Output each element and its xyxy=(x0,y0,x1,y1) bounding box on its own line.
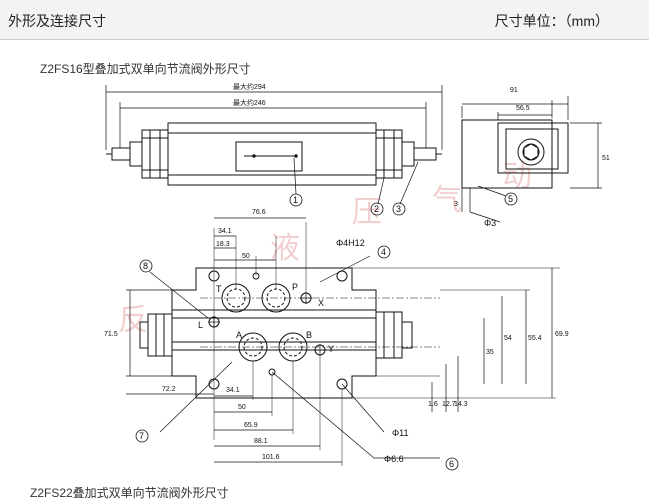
svg-text:4: 4 xyxy=(381,247,386,257)
dim-12-7: 12.7 xyxy=(442,401,456,408)
d1-callout-5: 5 xyxy=(504,192,518,206)
watermark-char-4: 气 xyxy=(432,183,462,218)
dim-50-top: 50 xyxy=(242,253,250,260)
watermark-char-2: 液 xyxy=(270,231,300,266)
dim-3: 3 xyxy=(454,201,458,208)
svg-text:5: 5 xyxy=(508,194,513,204)
d1-callout-2: 2 xyxy=(370,202,384,216)
diagram2-caption: Z2FS22叠加式双单向节流阀外形尺寸 xyxy=(30,486,229,500)
port-A: A xyxy=(236,330,242,340)
watermark-char-3: 压 xyxy=(352,195,382,230)
d1-callout-3: 3 xyxy=(392,202,406,216)
d1-front-view xyxy=(105,85,443,205)
svg-text:7: 7 xyxy=(139,431,144,441)
dim-1-6: 1.6 xyxy=(428,401,438,408)
d2-callout-8: 8 xyxy=(139,259,153,273)
dim-35: 35 xyxy=(486,349,494,356)
port-T: T xyxy=(216,284,222,294)
dim-76-6: 76.6 xyxy=(252,209,266,216)
unit-label: 尺寸单位：（mm） xyxy=(494,13,609,29)
dim-18-3: 18.3 xyxy=(216,241,230,248)
dim-14-3: 14.3 xyxy=(454,401,468,408)
dim-34-1-top: 34.1 xyxy=(218,228,232,235)
d2-callout-6: 6 xyxy=(445,457,459,471)
dim-max-246: 最大约246 xyxy=(233,98,266,107)
dim-55-4: 55.4 xyxy=(528,335,542,342)
dim-65-9: 65.9 xyxy=(244,422,258,429)
d2-drawing xyxy=(126,217,560,466)
d1-side-view xyxy=(461,96,602,223)
dim-88-1: 88.1 xyxy=(254,438,268,445)
diagram1-caption: Z2FS16型叠加式双单向节流阀外形尺寸 xyxy=(40,62,251,76)
svg-text:3: 3 xyxy=(396,204,401,214)
section-title: 外形及连接尺寸 xyxy=(8,13,106,29)
dim-max-294: 最大约294 xyxy=(233,82,266,91)
dim-50-bot: 50 xyxy=(238,404,246,411)
dim-54: 54 xyxy=(504,335,512,342)
page-header: 外形及连接尺寸 尺寸单位：（mm） xyxy=(0,0,649,40)
d2-callout-7: 7 xyxy=(135,429,149,443)
svg-text:1: 1 xyxy=(293,195,298,205)
dim-phi6-6: Φ6.6 xyxy=(384,454,404,464)
dim-101-6: 101.6 xyxy=(262,454,280,461)
port-P: P xyxy=(292,282,298,292)
dim-phi11: Φ11 xyxy=(392,428,409,438)
dim-34-1-bot: 34.1 xyxy=(226,387,240,394)
svg-text:6: 6 xyxy=(449,459,454,469)
d1-callout-1: 1 xyxy=(289,193,303,207)
port-X: X xyxy=(318,298,324,308)
dim-phi4h12: Φ4H12 xyxy=(336,238,365,248)
port-L: L xyxy=(198,320,203,330)
dim-51: 51 xyxy=(602,155,610,162)
svg-text:2: 2 xyxy=(374,204,379,214)
dim-phi3: Φ3 xyxy=(484,218,496,228)
svg-text:8: 8 xyxy=(143,261,148,271)
dim-56-5: 56.5 xyxy=(516,105,530,112)
dim-72-2: 72.2 xyxy=(162,386,176,393)
dim-71-5: 71.5 xyxy=(104,331,118,338)
watermark-char-1: 反 xyxy=(118,303,148,338)
dim-91: 91 xyxy=(510,87,518,94)
d2-callout-4: 4 xyxy=(377,245,391,259)
dim-69-9: 69.9 xyxy=(555,331,569,338)
port-B: B xyxy=(306,330,312,340)
port-Y: Y xyxy=(328,344,334,354)
